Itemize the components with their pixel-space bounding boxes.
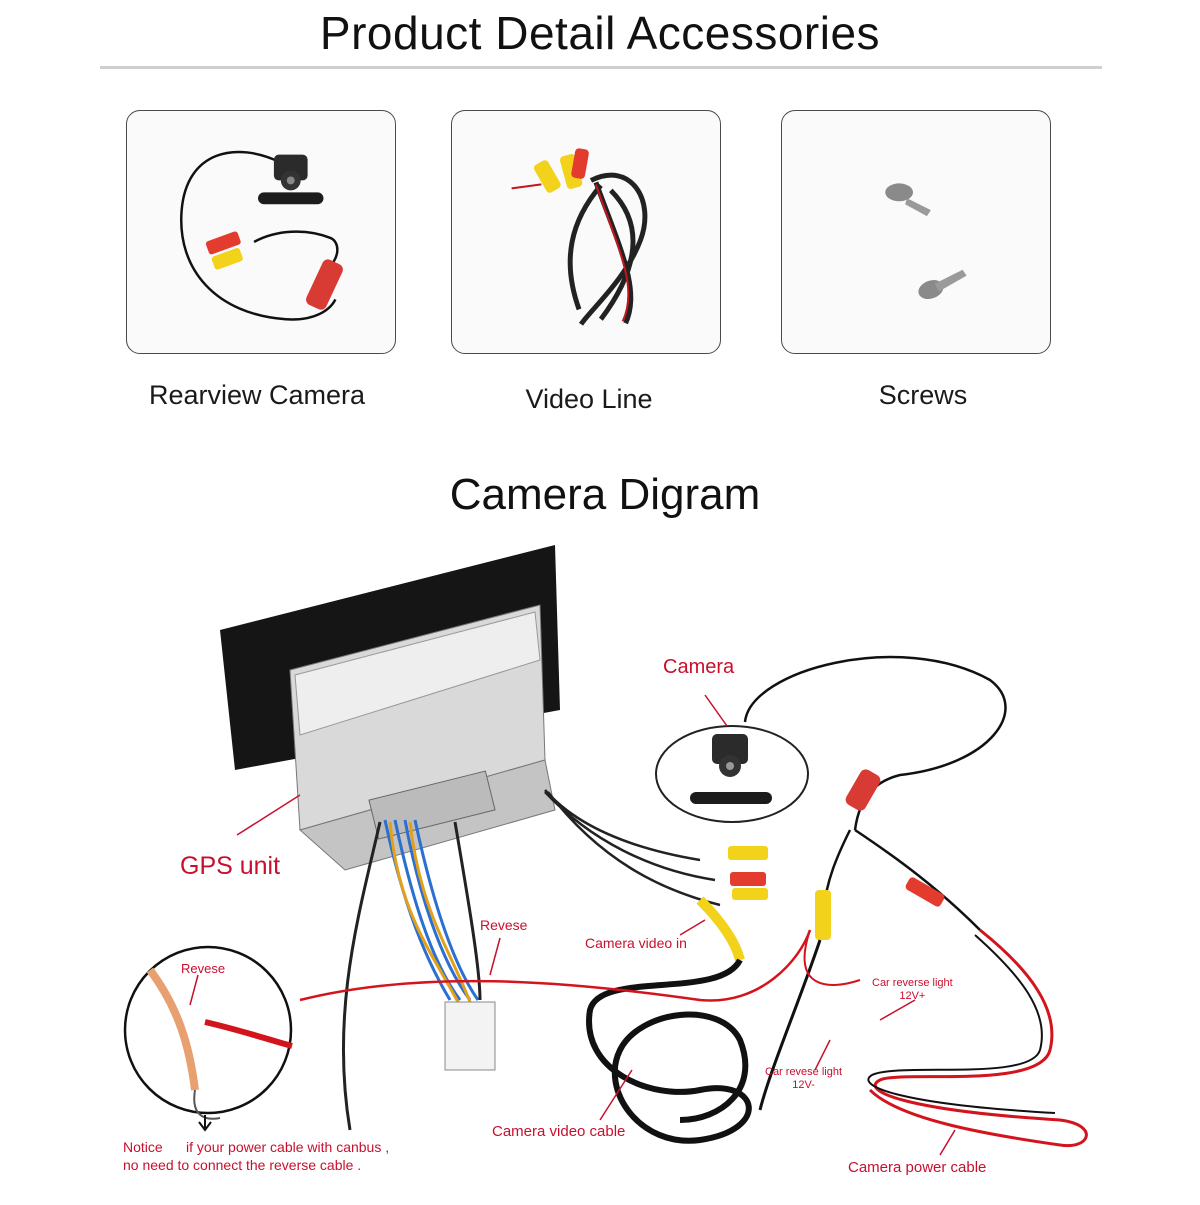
notice-text: Notice if your power cable with canbus ,…	[123, 1139, 390, 1173]
screws-card	[781, 110, 1051, 354]
camera-label: Camera	[663, 656, 735, 678]
rearview-camera-image	[180, 150, 343, 321]
title-divider	[100, 66, 1102, 69]
page-title: Product Detail Accessories	[319, 7, 881, 59]
video-line-label: Video Line	[525, 384, 653, 414]
video-line-card	[451, 110, 721, 354]
wiring-illustration	[123, 545, 1088, 1156]
camera-video-in-label: Camera video in	[585, 935, 687, 951]
camera-video-cable-label: Camera video cable	[492, 1123, 626, 1140]
reverse-light-negative-label: Car revese light 12V-	[765, 1066, 843, 1092]
rearview-camera-card	[126, 110, 396, 354]
reverse-label: Revese	[480, 917, 528, 933]
reverse-inset-label: Revese	[181, 961, 226, 976]
camera-wiring-diagram: Camera GPS unit Revese Revese Camera vid…	[0, 530, 1200, 1200]
screws-label: Screws	[878, 380, 968, 410]
diagram-title: Camera Digram	[449, 470, 761, 519]
rearview-camera-label: Rearview Camera	[148, 380, 366, 410]
gps-unit-label: GPS unit	[180, 852, 281, 880]
video-line-image	[511, 148, 648, 326]
camera-power-cable-label: Camera power cable	[848, 1159, 987, 1176]
screws-image	[885, 183, 967, 300]
reverse-light-positive-label: Car reverse light 12V+	[872, 977, 953, 1003]
